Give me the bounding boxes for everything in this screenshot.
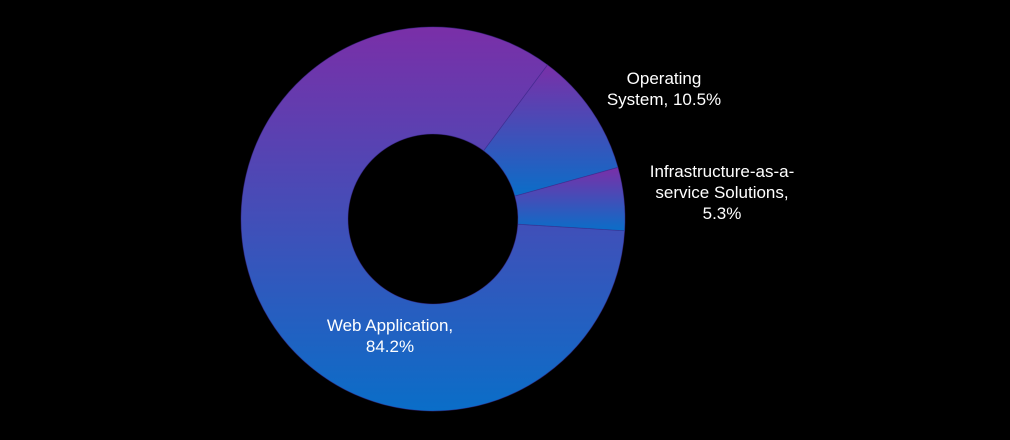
slice-infrastructure-as-a-service-solutions [514, 166, 626, 232]
slice-label-infrastructure-as-a-service-solutions: Infrastructure-as-a-service Solutions, 5.… [650, 162, 795, 223]
slice-label-line: Infrastructure-as-a- [650, 162, 795, 181]
slice-label-line: 5.3% [703, 204, 742, 223]
donut-slices [240, 26, 626, 412]
slice-label-line: System, 10.5% [607, 90, 721, 109]
slice-label-line: service Solutions, [655, 183, 788, 202]
slice-web-application [240, 26, 626, 412]
slice-label-line: Operating [627, 69, 702, 88]
slice-label-web-application: Web Application, 84.2% [327, 316, 453, 356]
slice-label-line: 84.2% [366, 337, 414, 356]
slice-label-line: Web Application, [327, 316, 453, 335]
